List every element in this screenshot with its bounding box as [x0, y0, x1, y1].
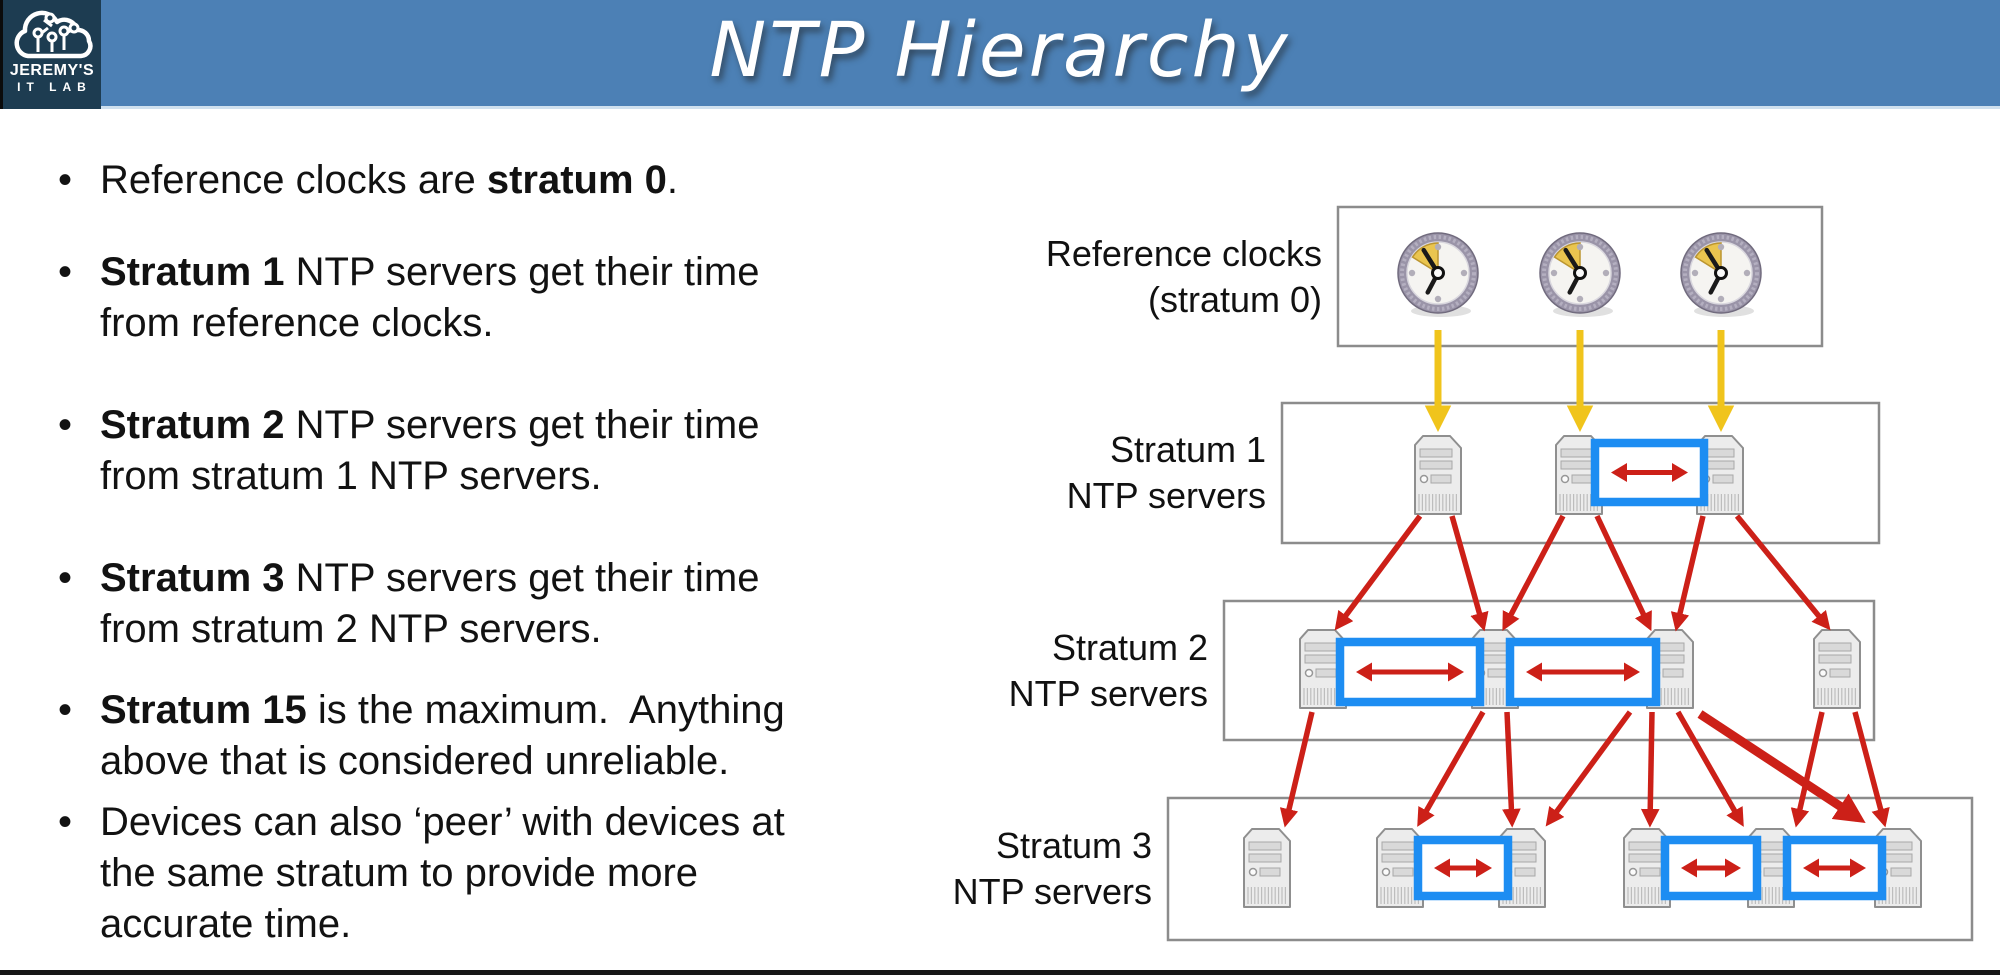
ntp-server-icon	[1243, 828, 1291, 908]
time-sync-arrow-red	[1334, 514, 1423, 631]
reference-clock-icon	[1680, 232, 1762, 317]
time-sync-arrow-red	[1545, 710, 1633, 827]
peer-link-box	[1660, 835, 1762, 901]
bullet-dot: •	[58, 158, 73, 202]
peer-link-box	[1590, 438, 1709, 507]
peer-link-box	[1505, 637, 1661, 707]
bullet-item: • Stratum 1 NTP servers get their time fr…	[58, 247, 858, 349]
jeremys-it-lab-logo: JEREMY'S IT LAB	[0, 0, 101, 109]
bullet-dot: •	[58, 688, 73, 732]
time-sync-arrow-red	[1670, 515, 1706, 632]
time-sync-arrow-red	[1697, 710, 1866, 824]
peer-link-box	[1335, 637, 1485, 707]
time-sync-arrow-red	[1675, 710, 1744, 827]
bullet-item: • Stratum 2 NTP servers get their time fr…	[58, 400, 858, 502]
cloud-circuit-icon	[14, 10, 93, 59]
bullet-text: Stratum 15 is the maximum. Anything abov…	[100, 688, 785, 783]
bullet-dot: •	[58, 556, 73, 600]
time-sync-arrow-red	[1417, 710, 1486, 827]
video-bottom-edge	[0, 970, 2000, 975]
peer-link-box	[1782, 835, 1887, 901]
time-sync-arrow-red	[1502, 514, 1566, 631]
reference-clock-icon	[1397, 232, 1479, 317]
time-sync-arrow-red	[1790, 711, 1825, 828]
bullet-text: Stratum 3 NTP servers get their time fro…	[100, 556, 760, 651]
ntp-server-icon	[1813, 629, 1861, 709]
bullet-text: Devices can also ‘peer’ with devices at …	[100, 800, 785, 946]
bullet-item: • Stratum 15 is the maximum. Anything abo…	[58, 685, 858, 787]
time-sync-arrow-red	[1852, 711, 1890, 828]
bullet-dot: •	[58, 250, 73, 294]
bullet-dot: •	[58, 403, 73, 447]
slide-header: NTP Hierarchy JEREMY'S IT LAB	[0, 0, 2000, 109]
bullet-list: • Reference clocks are stratum 0. • Stratum…	[0, 0, 900, 975]
bullet-item: • Stratum 3 NTP servers get their time fr…	[58, 553, 858, 655]
slide-title: NTP Hierarchy	[709, 5, 1291, 94]
logo-text-line1: JEREMY'S	[9, 62, 95, 79]
time-sync-arrow-red	[1449, 515, 1489, 632]
peer-link-box	[1413, 835, 1513, 901]
bullet-text: Stratum 2 NTP servers get their time fro…	[100, 403, 760, 498]
reference-clock-icon	[1539, 232, 1621, 317]
bullet-text: Stratum 1 NTP servers get their time fro…	[100, 250, 760, 345]
ntp-server-icon	[1414, 435, 1462, 515]
bullet-dot: •	[58, 800, 73, 844]
time-sync-arrow-red	[1734, 514, 1831, 631]
ntp-server-icon	[1555, 435, 1603, 515]
time-sync-arrow-red	[1279, 711, 1315, 828]
bullet-text: Reference clocks are stratum 0.	[100, 158, 679, 202]
time-sync-arrow-red	[1502, 711, 1521, 828]
logo-text-line2: IT LAB	[17, 80, 92, 94]
bullet-item: • Devices can also ‘peer’ with devices at…	[58, 797, 858, 950]
ntp-server-icon	[1376, 828, 1424, 908]
time-sync-arrow-red	[1594, 514, 1652, 632]
bullet-item: • Reference clocks are stratum 0.	[58, 155, 858, 206]
time-sync-arrow-red	[1640, 711, 1660, 828]
